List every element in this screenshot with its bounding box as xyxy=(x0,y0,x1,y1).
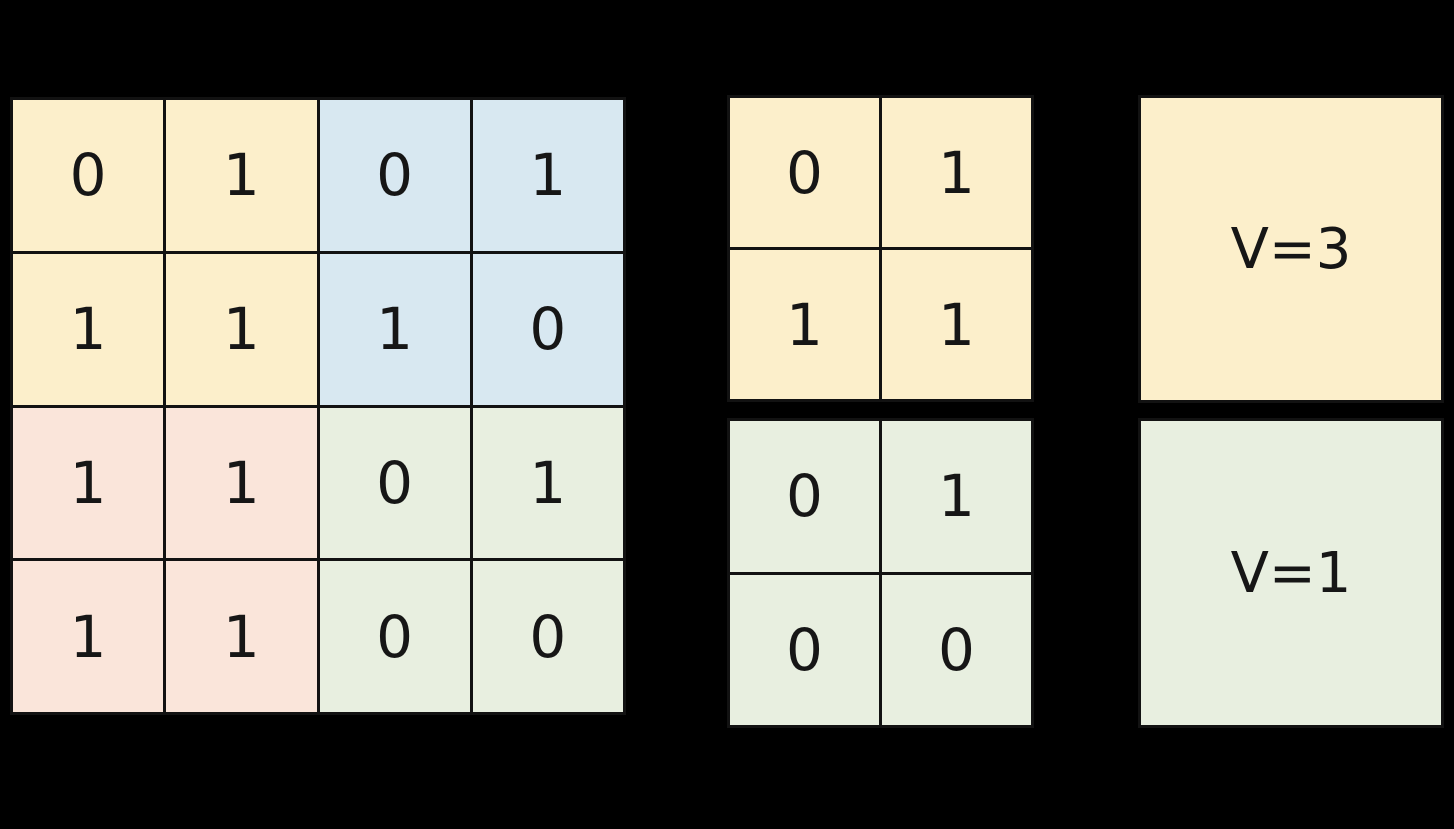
grid-cell: 1 xyxy=(472,407,623,559)
value-box-bottom: V=1 xyxy=(1138,418,1444,728)
grid-cell: 1 xyxy=(13,253,164,405)
patch-grid-bottom: 0 1 0 0 xyxy=(727,418,1034,728)
value-box-top: V=3 xyxy=(1138,95,1444,403)
patch-cell: 1 xyxy=(882,421,1031,572)
grid-cell: 1 xyxy=(166,407,317,559)
patch-cell: 0 xyxy=(730,421,879,572)
grid-cell: 1 xyxy=(166,100,317,251)
grid-cell: 0 xyxy=(13,100,164,251)
grid-cell: 1 xyxy=(472,100,623,251)
grid-cell: 1 xyxy=(166,561,317,712)
grid-cell: 0 xyxy=(319,407,470,559)
patch-cell: 1 xyxy=(882,98,1031,247)
grid-cell: 1 xyxy=(166,253,317,405)
value-label: V=3 xyxy=(1230,216,1352,282)
grid-cell: 0 xyxy=(319,561,470,712)
grid-cell: 0 xyxy=(472,561,623,712)
grid-cell: 0 xyxy=(472,253,623,405)
grid-cell: 1 xyxy=(13,561,164,712)
value-label: V=1 xyxy=(1230,540,1352,606)
input-grid: 0 1 0 1 1 1 1 0 1 1 0 1 1 1 0 0 xyxy=(10,97,626,715)
patch-grid-top: 0 1 1 1 xyxy=(727,95,1034,402)
grid-cell: 1 xyxy=(319,253,470,405)
grid-cell: 1 xyxy=(13,407,164,559)
grid-cell: 0 xyxy=(319,100,470,251)
patch-cell: 0 xyxy=(730,574,879,725)
patch-cell: 1 xyxy=(730,250,879,399)
patch-cell: 0 xyxy=(882,574,1031,725)
patch-cell: 1 xyxy=(882,250,1031,399)
patch-cell: 0 xyxy=(730,98,879,247)
